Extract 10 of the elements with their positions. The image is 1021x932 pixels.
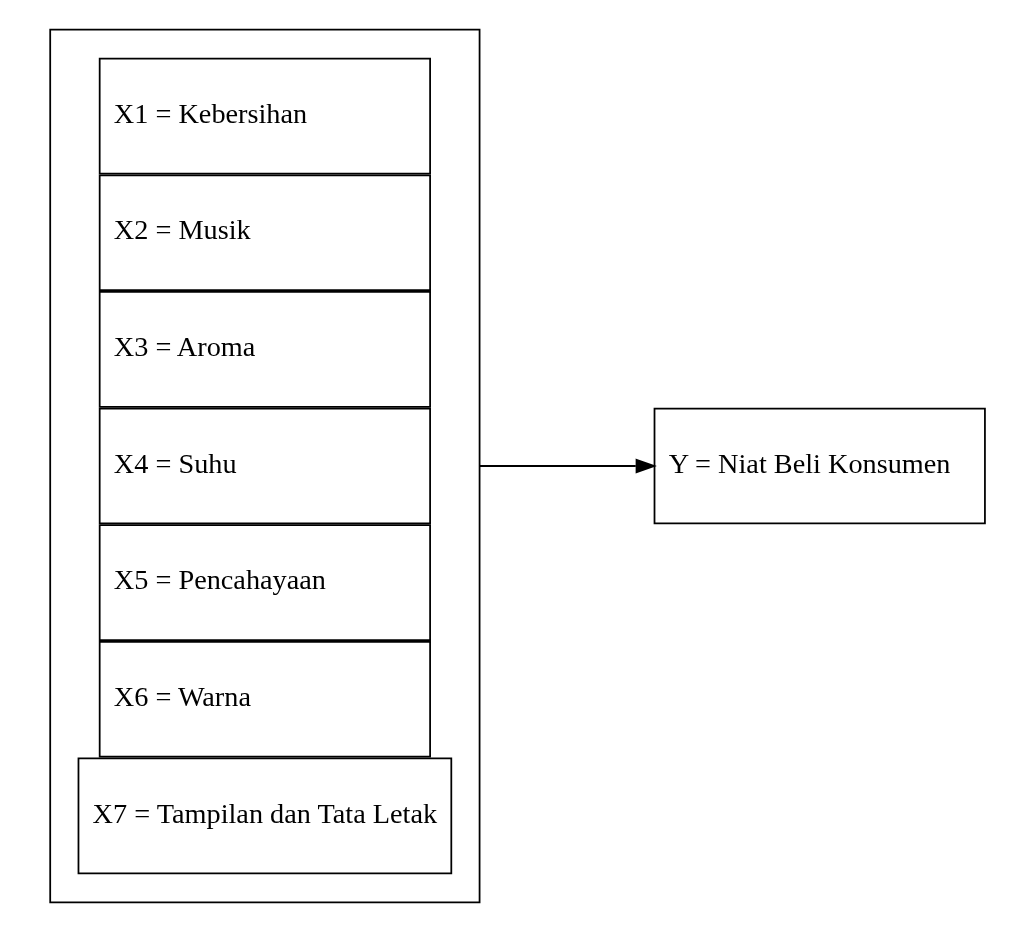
node-box: X1 = Kebersihan [98, 57, 431, 175]
cluster [49, 28, 481, 904]
node-box: X2 = Musik [98, 174, 431, 292]
node-box: X3 = Aroma [98, 291, 431, 408]
node-box: X7 = Tampilan dan Tata Letak [77, 757, 453, 875]
node-box: X4 = Suhu [98, 407, 431, 525]
node-box: X5 = Pencahayaan [98, 524, 431, 641]
node-box: X6 = Warna [98, 640, 431, 758]
arrow [478, 458, 657, 474]
node-box: Y = Niat Beli Konsumen [653, 407, 986, 525]
